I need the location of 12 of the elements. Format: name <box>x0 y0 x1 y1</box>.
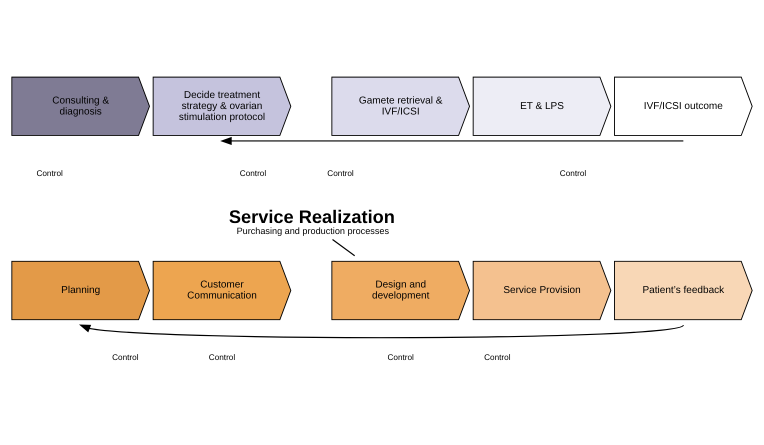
label: Control <box>387 352 414 362</box>
connector <box>332 238 356 256</box>
label: Control <box>327 168 354 178</box>
label: Control <box>484 352 511 362</box>
label: Control <box>112 352 139 362</box>
node-text: Service Realization Purchasing and production processes <box>228 206 395 236</box>
label: Control <box>240 168 266 178</box>
label: Control <box>560 168 586 178</box>
arrow <box>78 324 684 338</box>
label: Control <box>208 352 236 362</box>
label: Control <box>36 168 63 178</box>
arrow <box>220 136 684 144</box>
